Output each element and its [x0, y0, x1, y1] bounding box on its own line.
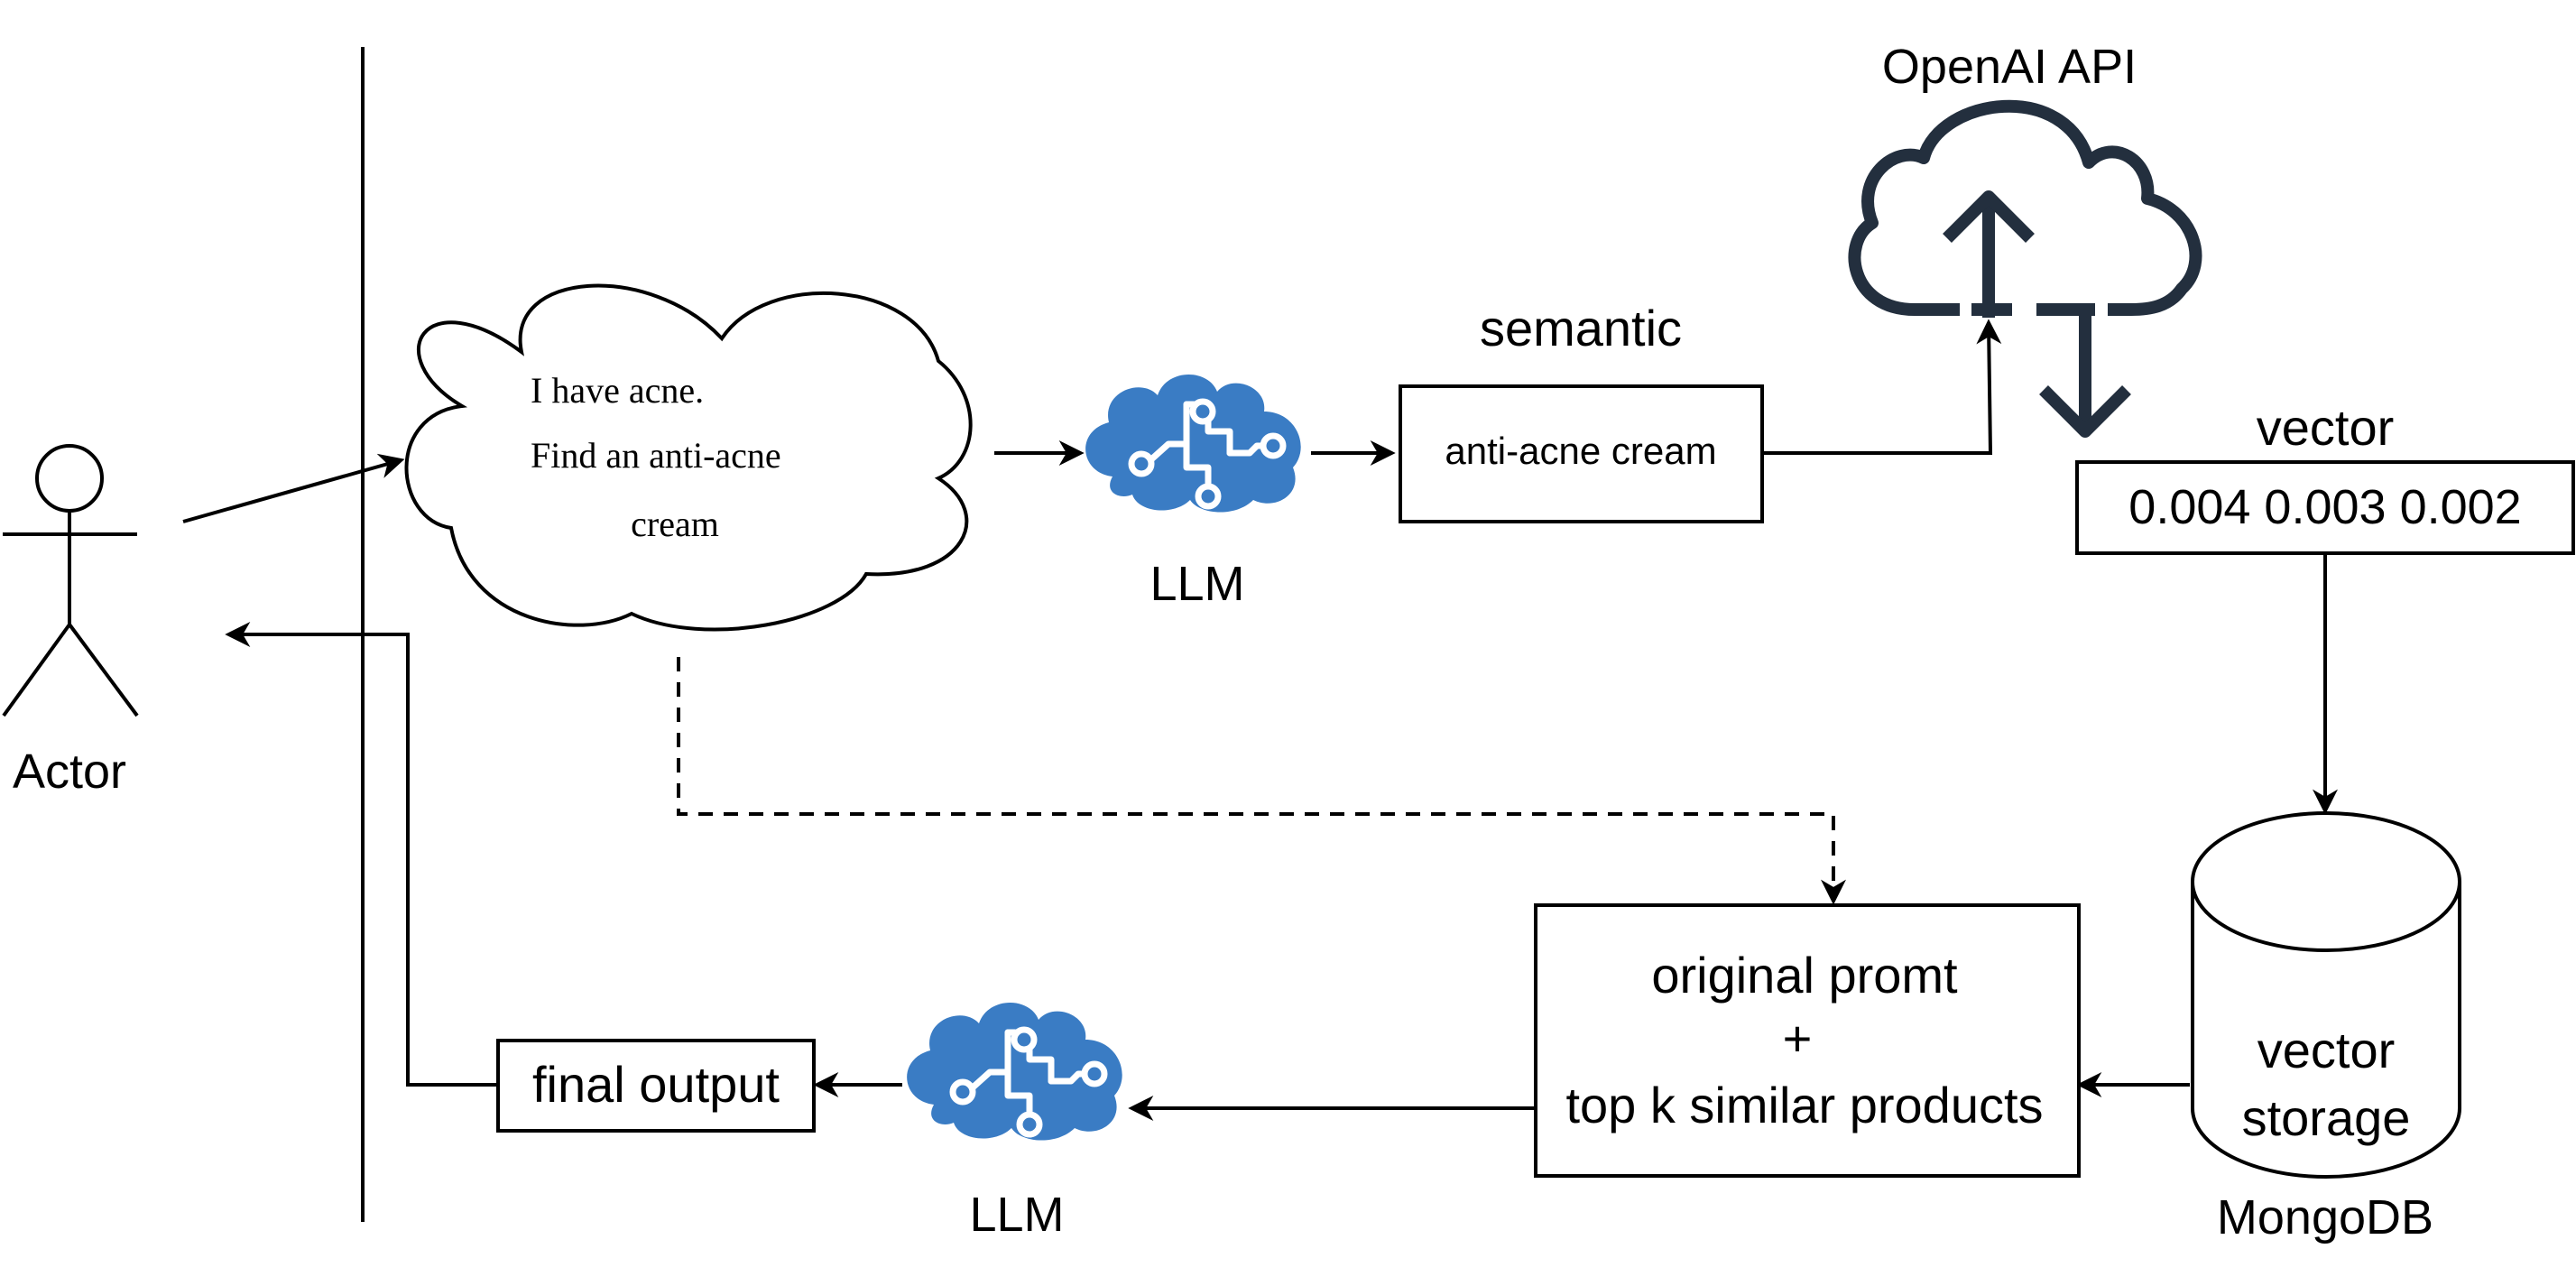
vector-values: 0.004 0.003 0.002: [2128, 480, 2521, 534]
vector-box: [2075, 460, 2575, 555]
llm-top-label: LLM: [1150, 557, 1244, 611]
vector-heading: vector: [2257, 399, 2395, 456]
prompt-line-2: Find an anti-acne: [531, 435, 781, 476]
actor-label: Actor: [13, 745, 126, 799]
cloud-upload-download-icon: [1848, 99, 2202, 438]
combine-box: [1534, 903, 2081, 1178]
connectors: [182, 319, 2338, 1121]
combine-line-3: top k similar products: [1565, 1077, 2043, 1133]
arrow-actor-to-prompt: [182, 453, 405, 523]
semantic-text: anti-acne cream: [1445, 430, 1716, 472]
database-line-1: vector: [2257, 1022, 2396, 1078]
dashed-prompt-to-combine: [677, 657, 1846, 905]
database-line-2: storage: [2242, 1089, 2411, 1146]
final-output-box: [496, 1039, 816, 1133]
database-cylinder: [2191, 811, 2461, 1179]
llm-bottom-icon: [907, 1003, 1122, 1141]
combine-line-2: +: [1783, 1010, 1813, 1067]
llm-top-icon: [1085, 375, 1301, 513]
prompt-line-3: cream: [631, 504, 719, 544]
semantic-heading: semantic: [1480, 300, 1682, 356]
actor-left-leg: [2, 623, 71, 717]
llm-bottom-label: LLM: [969, 1188, 1064, 1242]
actor-figure: [2, 444, 139, 717]
prompt-line-1: I have acne.: [531, 370, 704, 411]
semantic-box: [1399, 384, 1764, 523]
actor-right-leg: [68, 623, 139, 717]
actor-head: [35, 444, 104, 513]
final-output-text: final output: [532, 1056, 780, 1113]
prompt-cloud: [404, 283, 973, 632]
combine-line-1: original promt: [1651, 947, 1958, 1004]
arrow-output-to-actor: [225, 622, 497, 1087]
openai-label: OpenAI API: [1882, 40, 2137, 94]
database-label: MongoDB: [2217, 1190, 2433, 1244]
arrow-semantic-to-openai: [1762, 319, 2002, 455]
